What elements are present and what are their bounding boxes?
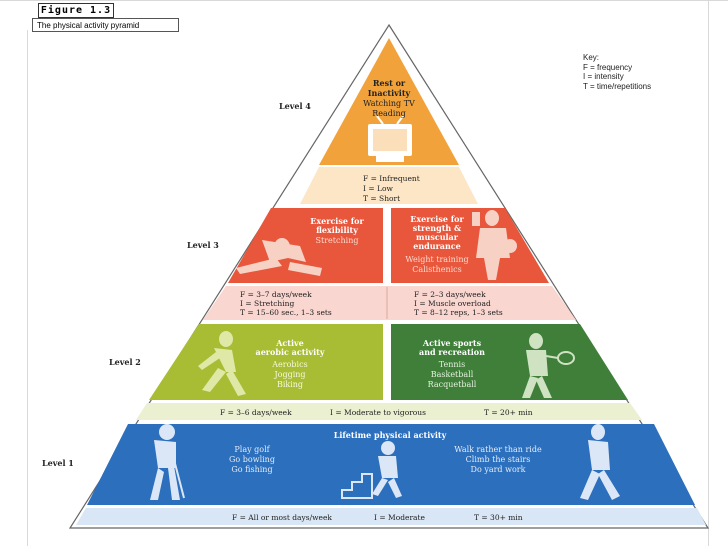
frame-right-line xyxy=(708,0,709,546)
level1-fit-band xyxy=(76,508,706,525)
flexibility-title-2: flexibility xyxy=(316,225,358,235)
tennis-player-figure-icon xyxy=(522,333,575,398)
stair-climber-figure-icon xyxy=(341,441,402,499)
aerobic-title-1: Active xyxy=(275,338,304,348)
runner-figure-icon xyxy=(198,331,246,396)
level4-item-1: Watching TV xyxy=(363,99,415,108)
level-1-label: Level 1 xyxy=(42,458,74,468)
sports-item-2: Basketball xyxy=(431,370,474,379)
level2-fit-band xyxy=(136,403,642,420)
aerobic-item-1: Aerobics xyxy=(271,360,307,369)
sports-panel xyxy=(391,324,628,400)
key-intensity: I = intensity xyxy=(583,72,624,81)
strength-frequency: F = 2–3 days/week xyxy=(414,290,486,299)
lifetime-left-item-2: Go bowling xyxy=(229,455,275,464)
key-legend: Key: F = frequency I = intensity T = tim… xyxy=(583,53,651,91)
aerobic-title-2: aerobic activity xyxy=(256,347,325,357)
golfer-figure-icon xyxy=(150,424,185,500)
strength-title-1: Exercise for xyxy=(410,214,464,224)
level2-time: T = 20+ min xyxy=(484,408,533,417)
flexibility-title-1: Exercise for xyxy=(310,216,364,226)
level4-title-1: Rest or xyxy=(373,78,406,88)
level2-intensity: I = Moderate to vigorous xyxy=(330,408,426,417)
key-title: Key: xyxy=(583,53,600,62)
pyramid-outline xyxy=(68,23,710,529)
flexibility-frequency: F = 3–7 days/week xyxy=(240,290,312,299)
lifetime-left-item-3: Go fishing xyxy=(231,465,272,474)
frame-top-line xyxy=(0,0,728,1)
level4-panel xyxy=(319,38,459,165)
level3-fit-band xyxy=(203,286,576,320)
strength-title-4: endurance xyxy=(413,241,461,251)
sports-title-2: and recreation xyxy=(419,347,485,357)
level-4-label: Level 4 xyxy=(279,101,311,111)
lifetime-right-item-3: Do yard work xyxy=(471,465,526,474)
walker-figure-icon xyxy=(580,424,620,500)
lifetime-right-item-2: Climb the stairs xyxy=(466,455,531,464)
stretching-figure-icon xyxy=(236,238,322,276)
level4-frequency: F = Infrequent xyxy=(363,174,420,183)
level4-title-2: Inactivity xyxy=(368,88,411,98)
weightlifter-figure-icon xyxy=(472,210,517,280)
strength-item-2: Calisthenics xyxy=(412,265,462,274)
key-time: T = time/repetitions xyxy=(583,81,652,91)
sports-item-3: Racquetball xyxy=(428,380,477,389)
flexibility-item-1: Stretching xyxy=(316,236,359,245)
strength-panel xyxy=(391,208,549,283)
level4-item-2: Reading xyxy=(372,109,405,118)
level2-frequency: F = 3–6 days/week xyxy=(220,408,292,417)
level1-intensity: I = Moderate xyxy=(374,513,426,522)
level4-intensity: I = Low xyxy=(363,184,394,193)
tv-icon xyxy=(368,115,412,162)
sports-title-1: Active sports xyxy=(422,338,482,348)
aerobic-item-2: Jogging xyxy=(273,370,305,379)
strength-item-1: Weight training xyxy=(405,255,468,264)
level4-time: T = Short xyxy=(363,194,400,203)
strength-time: T = 8–12 reps, 1–3 sets xyxy=(414,308,503,317)
lifetime-title: Lifetime physical activity xyxy=(334,430,447,440)
aerobic-item-3: Biking xyxy=(277,380,303,389)
lifetime-right-item-1: Walk rather than ride xyxy=(454,445,542,454)
sports-item-1: Tennis xyxy=(439,360,465,369)
level4-fit-band xyxy=(300,167,478,204)
lifetime-left-item-1: Play golf xyxy=(234,445,270,454)
strength-intensity: I = Muscle overload xyxy=(414,299,491,308)
strength-title-2: strength & xyxy=(413,223,462,233)
flexibility-time: T = 15–60 sec., 1–3 sets xyxy=(240,308,332,317)
level-2-label: Level 2 xyxy=(109,357,141,367)
aerobic-panel xyxy=(149,324,383,400)
flexibility-intensity: I = Stretching xyxy=(240,299,294,308)
frame-left-line xyxy=(27,30,28,546)
level1-time: T = 30+ min xyxy=(474,513,523,522)
key-frequency: F = frequency xyxy=(583,62,633,72)
strength-title-3: muscular xyxy=(416,232,459,242)
figure-label: Figure 1.3 xyxy=(38,3,114,18)
figure-caption: The physical activity pyramid xyxy=(32,18,179,32)
level-3-label: Level 3 xyxy=(187,240,219,250)
level1-frequency: F = All or most days/week xyxy=(232,513,332,522)
